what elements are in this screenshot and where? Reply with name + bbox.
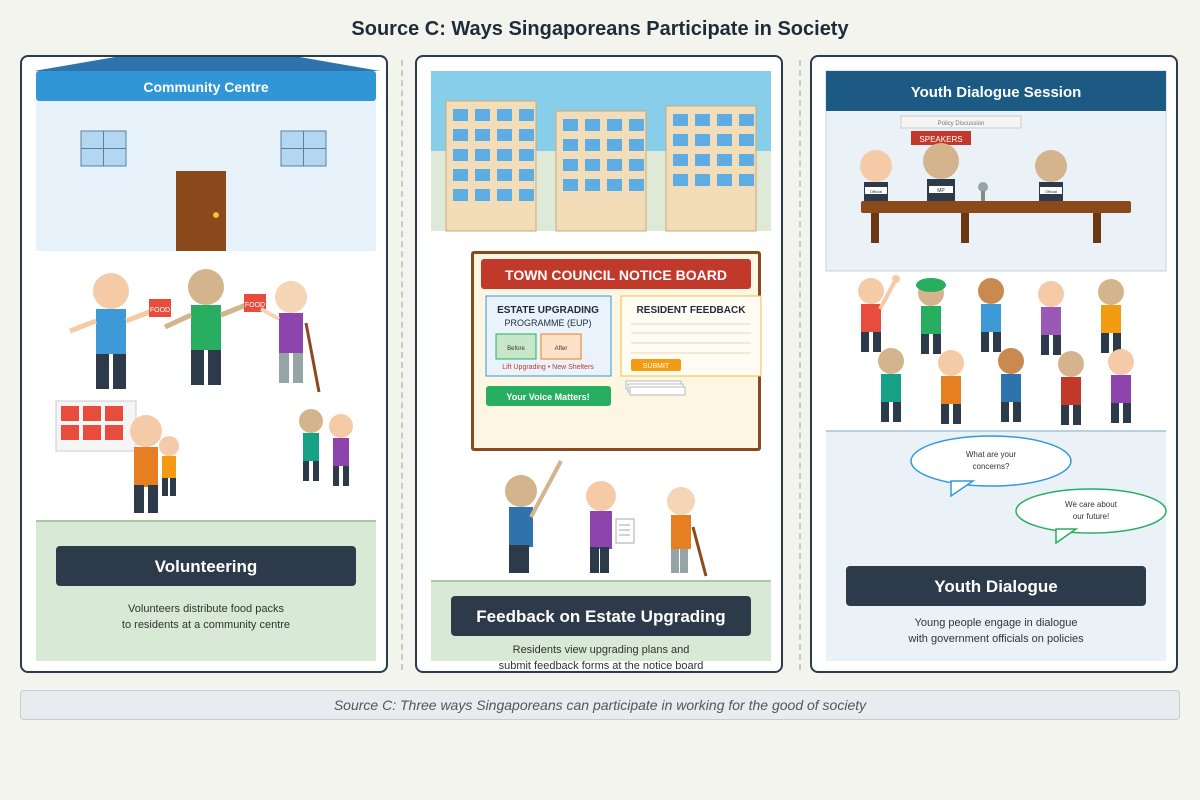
page-title: Source C: Ways Singaporeans Participate … <box>351 18 849 40</box>
after-label: After <box>555 346 568 352</box>
official-speaker-icon: Official <box>860 150 892 202</box>
caption-line: submit feedback forms at the notice boar… <box>499 660 704 671</box>
caption-title-box <box>846 566 1146 606</box>
youth-participant-icon <box>916 278 946 354</box>
notice-board-header <box>481 259 751 289</box>
caption-area <box>36 521 376 661</box>
youth-dialogue-banner <box>826 71 1166 111</box>
speech-bubble: We care about our future! <box>1015 488 1167 545</box>
speakers-table <box>861 201 1131 243</box>
notice-board-title: TOWN COUNCIL NOTICE BOARD <box>505 267 727 283</box>
svg-text:FOOD: FOOD <box>245 302 265 309</box>
youth-participant-icon <box>858 275 900 352</box>
youth-participant-icon <box>1058 351 1084 425</box>
caption-title: Youth Dialogue <box>934 577 1057 596</box>
community-centre-banner <box>36 71 376 101</box>
community-centre-label: Community Centre <box>143 79 268 95</box>
before-label: Before <box>507 346 525 352</box>
hdb-block-icon <box>665 105 757 232</box>
volunteer-person-icon <box>163 269 247 385</box>
youth-dialogue-banner-label: Youth Dialogue Session <box>911 84 1082 101</box>
child-person-icon <box>159 436 179 496</box>
youth-dialogue-illustration: Youth Dialogue Session Policy Discussion… <box>825 70 1167 661</box>
elderly-resident-icon <box>667 487 708 577</box>
youth-participant-icon <box>978 278 1004 352</box>
caption-line: with government officials on policies <box>907 633 1084 645</box>
feedback-title: RESIDENT FEEDBACK <box>637 305 747 316</box>
upgrading-title: ESTATE UPGRADING <box>497 305 599 316</box>
svg-text:We care about: We care about <box>1065 500 1118 509</box>
caption-line: to residents at a community centre <box>122 619 290 631</box>
svg-text:Official: Official <box>870 189 882 194</box>
policy-discussion-sign <box>900 115 1022 129</box>
youth-participant-icon <box>1038 281 1064 355</box>
door-icon <box>176 171 226 251</box>
food-pack-icon: FOOD <box>149 299 171 317</box>
caption-line: Volunteers distribute food packs <box>128 603 284 615</box>
voice-matters-badge <box>486 386 611 406</box>
after-image <box>540 333 582 360</box>
panel-volunteering: Community Centre FOOD <box>20 55 388 673</box>
source-caption: Source C: Three ways Singaporeans can pa… <box>20 690 1180 720</box>
mp-speaker-icon: MP <box>923 143 959 201</box>
youth-participant-icon <box>878 348 904 422</box>
panel-divider <box>799 60 801 670</box>
upgrading-note: Lift Upgrading • New Shelters <box>502 364 594 371</box>
resident-person-icon <box>329 414 353 486</box>
hdb-block-icon <box>555 110 647 232</box>
svg-text:FOOD: FOOD <box>150 307 170 314</box>
speech-bubble: What are your concerns? <box>910 435 1072 498</box>
window-icon <box>280 130 327 167</box>
submit-button <box>631 359 681 371</box>
elderly-resident-icon <box>260 281 321 393</box>
volunteering-illustration: Community Centre FOOD <box>34 57 380 661</box>
youth-participant-icon <box>998 348 1024 422</box>
hdb-block-icon <box>445 100 537 232</box>
feedback-forms-stack-icon <box>625 380 686 396</box>
food-packs-stack-icon <box>55 400 137 452</box>
window-icon <box>80 130 127 167</box>
youth-participant-icon <box>938 350 964 424</box>
caption-line: Residents view upgrading plans and <box>513 644 690 656</box>
svg-text:Official: Official <box>1045 189 1057 194</box>
upgrading-subtitle: PROGRAMME (EUP) <box>504 318 591 328</box>
voice-matters-label: Your Voice Matters! <box>506 392 589 402</box>
official-speaker-icon: Official <box>1035 150 1067 202</box>
policy-discussion-label: Policy Discussion <box>938 121 985 127</box>
speakers-label: SPEAKERS <box>919 135 962 144</box>
submit-label: SUBMIT <box>643 363 670 370</box>
youth-participant-icon <box>1098 279 1124 353</box>
resident-person-icon <box>299 409 323 481</box>
svg-text:concerns?: concerns? <box>973 462 1010 471</box>
panel-youth-dialogue: Youth Dialogue Session Policy Discussion… <box>810 55 1178 673</box>
caption-title-box <box>451 596 751 636</box>
svg-text:MP: MP <box>937 188 945 194</box>
caption-title: Volunteering <box>155 557 258 576</box>
svg-text:our future!: our future! <box>1073 512 1109 521</box>
caption-title: Feedback on Estate Upgrading <box>476 607 725 626</box>
panel-estate-feedback: TOWN COUNCIL NOTICE BOARD ESTATE UPGRADI… <box>415 55 783 673</box>
speakers-sign <box>911 131 971 145</box>
resident-pointing-icon <box>505 460 563 573</box>
roof-icon <box>34 57 380 71</box>
caption-line: Young people engage in dialogue <box>915 617 1078 629</box>
food-pack-icon: FOOD <box>244 294 266 312</box>
before-image <box>495 333 537 360</box>
microphone-icon <box>978 182 988 202</box>
caption-title-box <box>56 546 356 586</box>
resident-person-icon <box>130 415 162 513</box>
resident-with-form-icon <box>586 481 635 573</box>
svg-text:What are your: What are your <box>966 450 1017 459</box>
youth-participant-icon <box>1108 349 1134 423</box>
volunteer-person-icon <box>69 273 153 389</box>
estate-feedback-illustration: TOWN COUNCIL NOTICE BOARD ESTATE UPGRADI… <box>431 71 771 671</box>
panel-divider <box>401 60 403 670</box>
